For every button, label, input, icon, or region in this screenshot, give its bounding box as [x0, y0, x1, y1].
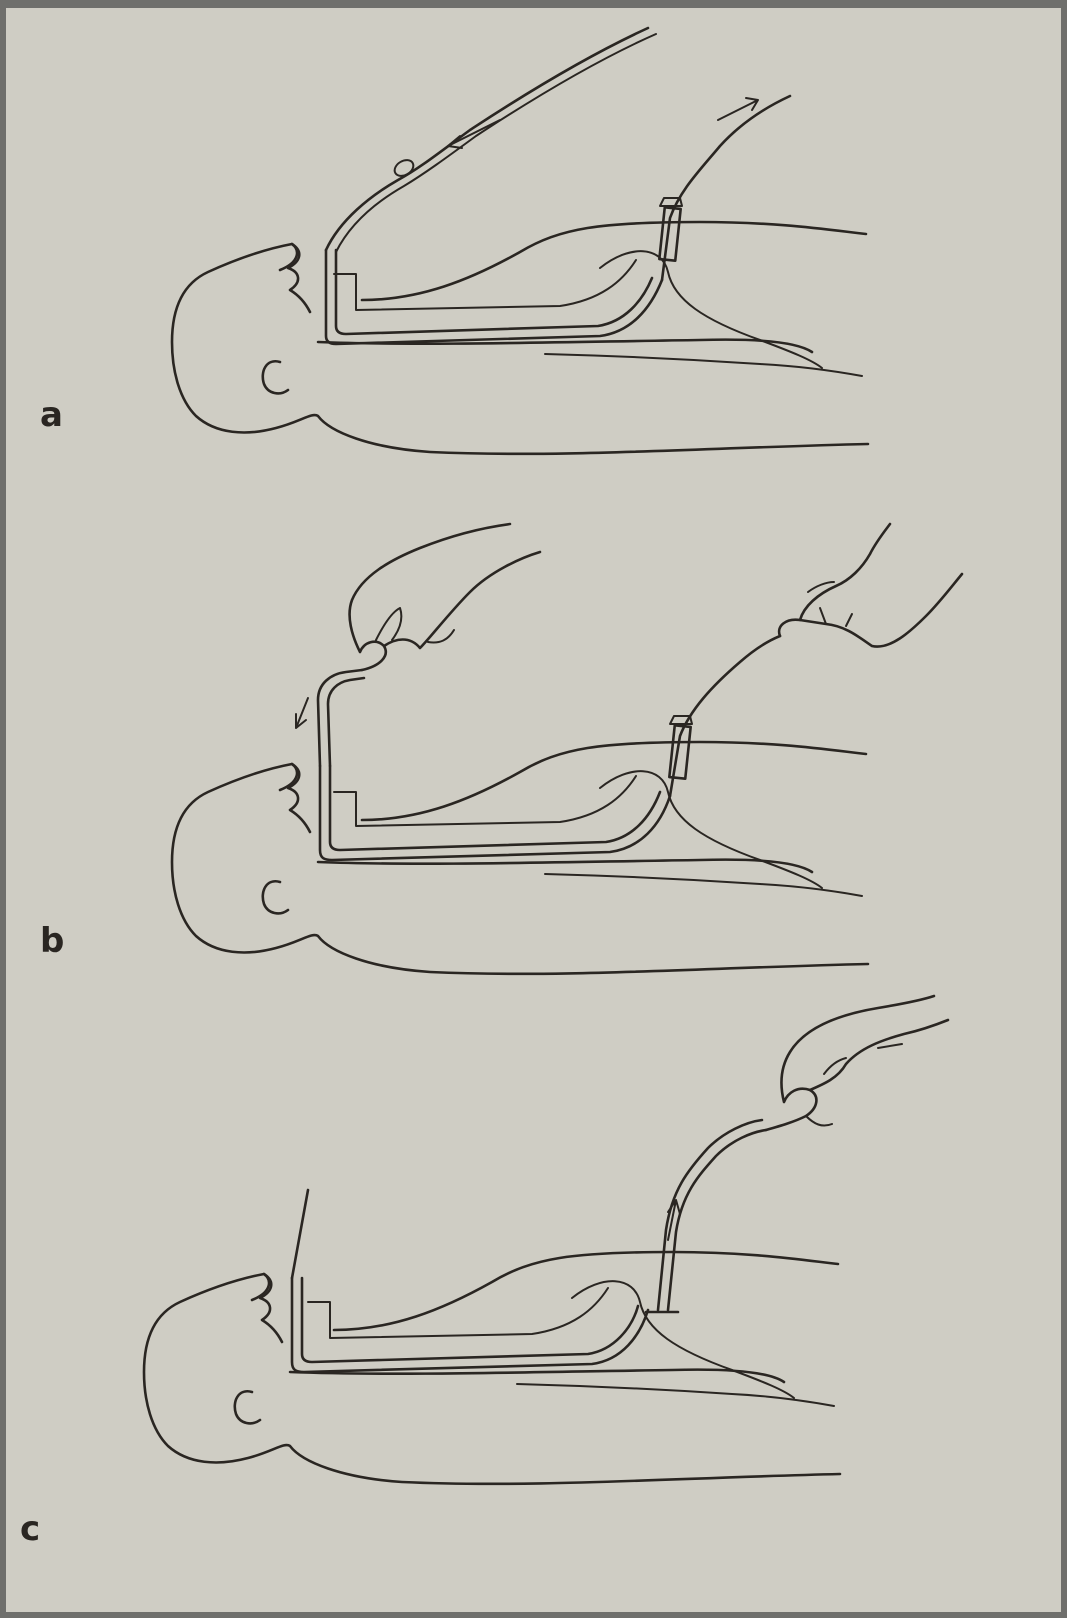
panel-label-c: c	[20, 1512, 40, 1546]
panel-label-a: a	[40, 398, 63, 432]
panel-label-b: b	[40, 924, 64, 958]
